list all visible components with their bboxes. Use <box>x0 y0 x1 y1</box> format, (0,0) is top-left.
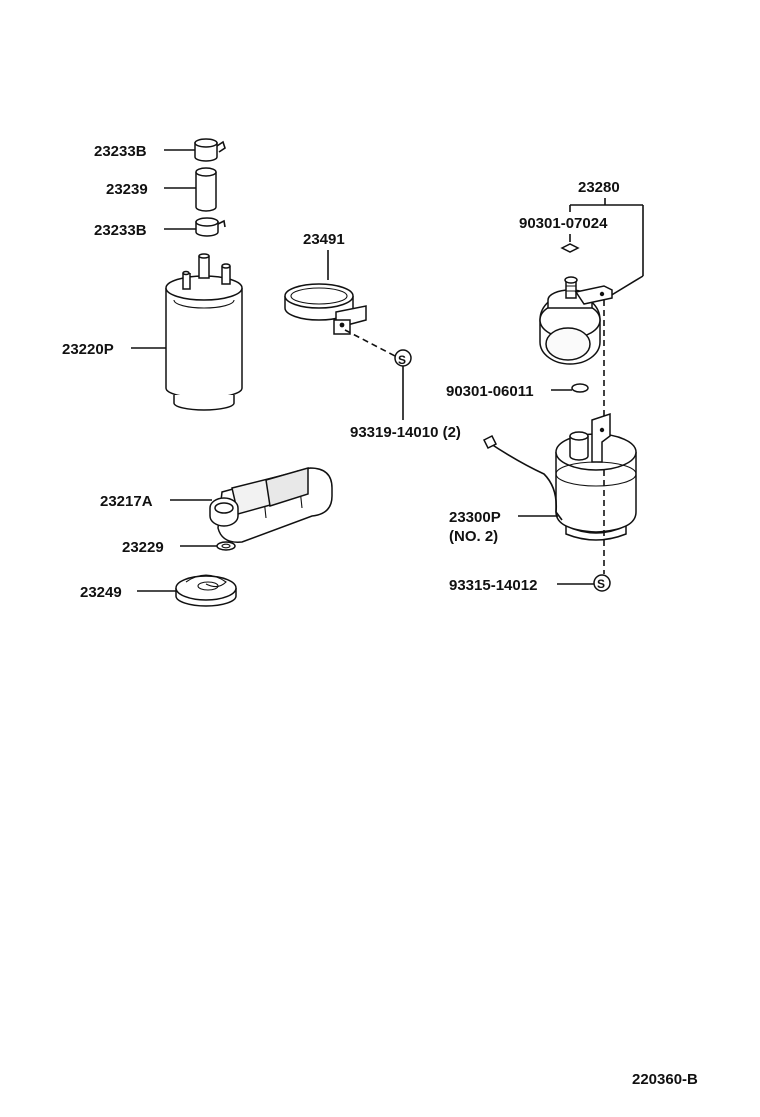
label-23220P[interactable]: 23220P <box>62 341 114 358</box>
label-93315-14012[interactable]: 93315-14012 <box>449 577 537 594</box>
label-93319-14010[interactable]: 93319-14010 (2) <box>350 424 461 441</box>
label-23217A[interactable]: 23217A <box>100 493 153 510</box>
svg-text:S: S <box>597 577 605 591</box>
retainer[interactable] <box>175 574 237 607</box>
pump-bracket[interactable] <box>284 283 367 335</box>
label-23239[interactable]: 23239 <box>106 181 148 198</box>
o-ring[interactable] <box>571 383 589 393</box>
filter-cap-assembly[interactable] <box>539 276 613 365</box>
filter-body[interactable] <box>482 412 637 541</box>
label-90301-06011[interactable]: 90301-06011 <box>446 383 534 400</box>
label-23233B-bottom[interactable]: 23233B <box>94 222 147 239</box>
label-90301-07024[interactable]: 90301-07024 <box>519 215 608 232</box>
hose-clamp-bottom[interactable] <box>195 217 226 237</box>
label-23300P-note[interactable]: (NO. 2) <box>449 528 498 545</box>
gasket[interactable] <box>216 541 236 551</box>
fuel-pump[interactable] <box>165 253 243 411</box>
fuel-filter-element[interactable] <box>209 467 333 543</box>
label-23249[interactable]: 23249 <box>80 584 122 601</box>
label-23229[interactable]: 23229 <box>122 539 164 556</box>
hose-clamp-top[interactable] <box>194 138 226 162</box>
label-23233B-top[interactable]: 23233B <box>94 143 147 160</box>
diagram-id: 220360-B <box>632 1071 698 1088</box>
screw-washer[interactable] <box>560 243 580 253</box>
svg-text:S: S <box>398 353 406 367</box>
label-23300P[interactable]: 23300P <box>449 509 501 526</box>
fuel-hose[interactable] <box>195 167 217 212</box>
label-23491[interactable]: 23491 <box>303 231 345 248</box>
s-symbol-2: S <box>593 574 611 592</box>
label-23280[interactable]: 23280 <box>578 179 620 196</box>
s-symbol-1: S <box>394 349 412 367</box>
